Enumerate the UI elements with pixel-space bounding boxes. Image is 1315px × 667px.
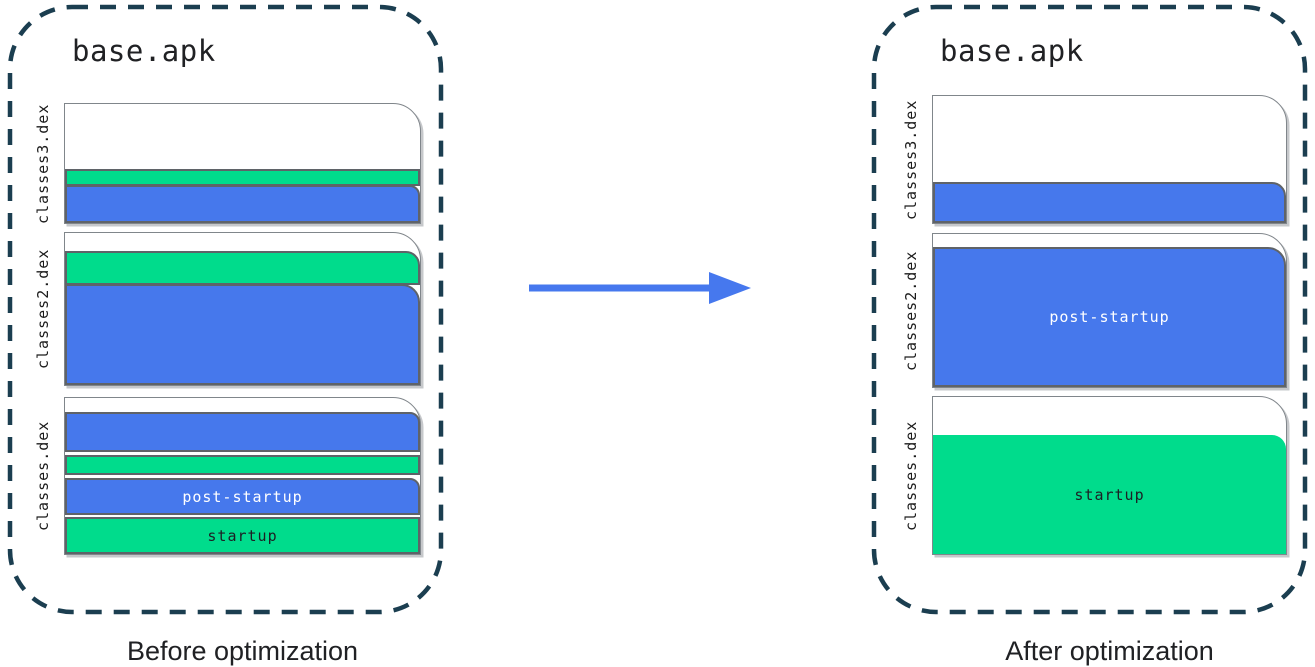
- after-panel-dashed-border: [871, 4, 1308, 615]
- green-band: [65, 251, 420, 285]
- before-panel-dashed-border: [7, 4, 444, 615]
- before-classes2-label: classes2.dex: [34, 248, 52, 370]
- after-apk-title: base.apk: [940, 34, 1084, 68]
- blue-band: [65, 412, 420, 452]
- green-band: [65, 169, 420, 186]
- blue-band: [65, 284, 420, 385]
- blue-band: [65, 185, 420, 223]
- blue-band: [933, 182, 1286, 223]
- post-startup-band: post-startup: [65, 478, 420, 515]
- before-classes2-dex-file: [64, 232, 421, 386]
- startup-band-label: startup: [207, 526, 278, 545]
- after-classes3-dex-file: [932, 95, 1287, 224]
- post-startup-band-label: post-startup: [182, 487, 303, 506]
- transform-arrow-icon: [529, 272, 751, 304]
- after-caption: After optimization: [1005, 636, 1214, 666]
- post-startup-band-label: post-startup: [1049, 308, 1170, 326]
- before-caption: Before optimization: [126, 636, 359, 666]
- before-apk-title: base.apk: [72, 34, 216, 68]
- after-classes3-label: classes3.dex: [902, 99, 920, 220]
- startup-band-label: startup: [1074, 485, 1145, 504]
- before-classes-dex-file: post-startup startup: [64, 397, 421, 555]
- arrow-head: [709, 272, 751, 304]
- after-classes-dex-file: startup: [932, 396, 1287, 555]
- after-classes-label: classes.dex: [902, 420, 920, 531]
- before-classes3-label: classes3.dex: [34, 103, 52, 224]
- post-startup-band: post-startup: [933, 247, 1286, 387]
- after-classes2-label: classes2.dex: [902, 250, 920, 371]
- before-classes3-dex-file: [64, 103, 421, 224]
- startup-band: startup: [65, 517, 420, 554]
- green-band: [65, 455, 420, 475]
- before-classes-label: classes.dex: [34, 420, 52, 532]
- startup-band: startup: [933, 435, 1286, 554]
- after-classes2-dex-file: post-startup: [932, 233, 1287, 388]
